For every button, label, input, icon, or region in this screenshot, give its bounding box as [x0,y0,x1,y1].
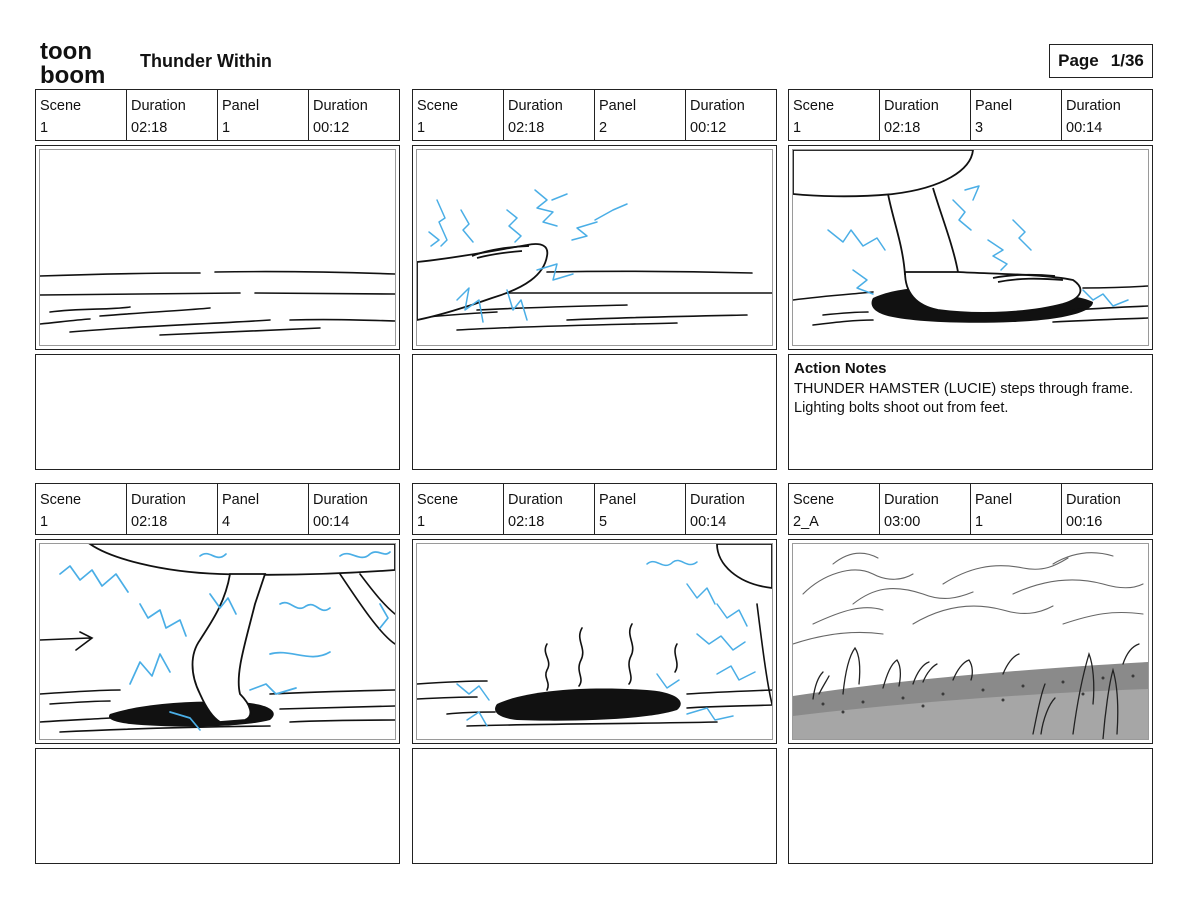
page-label: Page [1058,51,1099,70]
action-notes-box[interactable] [35,748,400,864]
panel-image-frame[interactable] [412,145,777,350]
page-number: 1/36 [1110,51,1144,70]
panel-image-frame[interactable] [788,145,1153,350]
sketch-landscape [793,552,1148,739]
storyboard-title: Thunder Within [140,51,272,71]
page-indicator: Page 1/36 [1049,44,1153,78]
panel-image-frame[interactable] [35,145,400,350]
sketch-foot-enter [417,189,772,331]
sketch-foot-step [793,150,1148,326]
notes-title: Action Notes [794,360,887,377]
sketch-foot-lift [40,544,395,733]
sketch-ground [40,270,395,336]
panel-image-frame[interactable] [35,539,400,744]
sketch-scorch [417,544,772,727]
action-notes-box[interactable]: Action Notes THUNDER HAMSTER (LUCIE) ste… [788,354,1153,470]
action-notes-box[interactable] [412,748,777,864]
panel-image-frame[interactable] [788,539,1153,744]
toonboom-logo: toon boom [40,38,105,86]
svg-text:toon: toon [40,38,92,65]
action-notes-box[interactable] [412,354,777,470]
svg-text:boom: boom [40,62,105,86]
action-notes-box[interactable] [35,354,400,470]
panel-image-frame[interactable] [412,539,777,744]
notes-text: THUNDER HAMSTER (LUCIE) steps through fr… [794,381,1134,416]
action-notes-box[interactable] [788,748,1153,864]
